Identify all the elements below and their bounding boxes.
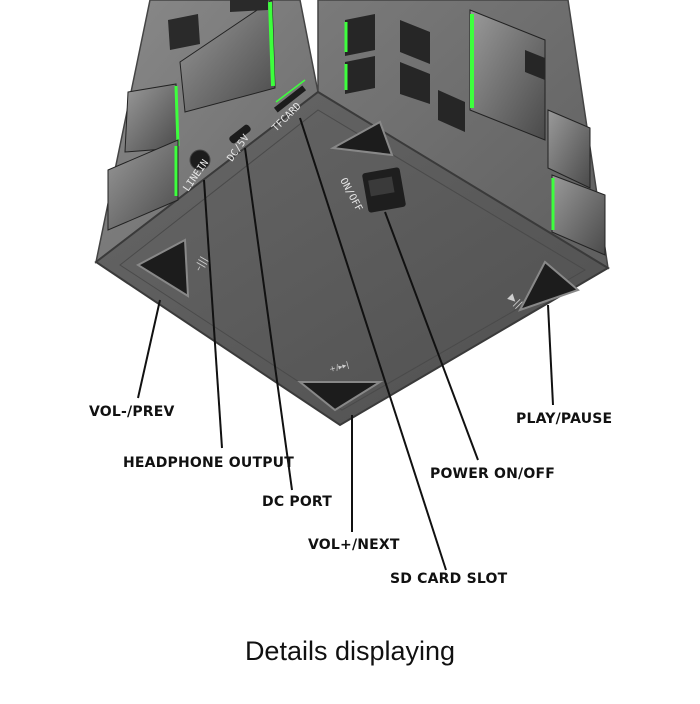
callout-dc-port: DC PORT — [262, 494, 333, 510]
vol-minus-button[interactable] — [135, 238, 190, 298]
cube-bottom-face — [94, 90, 610, 427]
leader-vol-prev — [137, 299, 161, 399]
callout-power-on-off: POWER ON/OFF — [430, 466, 555, 482]
vol-plus-button[interactable] — [297, 381, 384, 412]
leader-lines — [137, 117, 554, 571]
leader-dc-port — [244, 147, 293, 491]
callout-vol-prev: VOL-/PREV — [89, 404, 175, 420]
line-in-jack — [189, 149, 211, 171]
leader-headphone — [203, 179, 223, 449]
tf-card-slot — [273, 85, 307, 113]
callout-headphone-output: HEADPHONE OUTPUT — [123, 455, 294, 471]
right-face-cutouts — [344, 9, 606, 256]
dc-port-slot — [229, 124, 251, 144]
caption: Details displaying — [244, 636, 456, 666]
left-face-cutouts — [107, 0, 276, 231]
leader-sd-card — [299, 117, 447, 571]
play-pause-button[interactable] — [517, 260, 580, 312]
leader-play-pause — [547, 304, 554, 406]
callout-sd-card-slot: SD CARD SLOT — [390, 571, 508, 587]
power-switch[interactable] — [362, 167, 406, 213]
leader-power — [384, 211, 479, 461]
rear-top-button — [329, 120, 394, 157]
callout-play-pause: PLAY/PAUSE — [516, 411, 613, 427]
callout-vol-next: VOL+/NEXT — [308, 537, 400, 553]
